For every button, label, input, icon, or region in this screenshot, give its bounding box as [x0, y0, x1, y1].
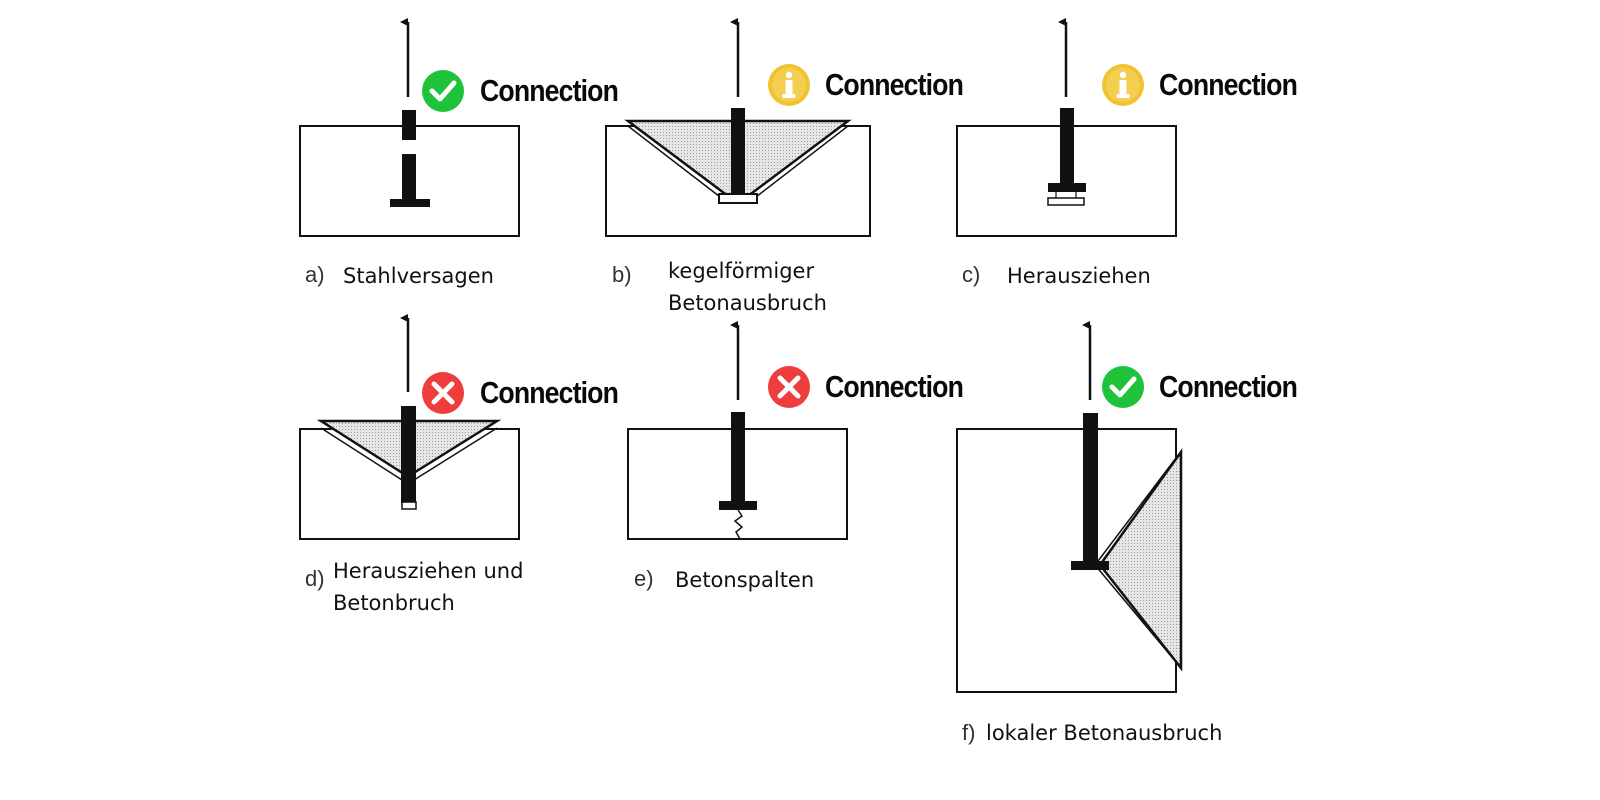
panel-d-drawing — [299, 314, 520, 540]
split-crack — [733, 509, 744, 540]
panel-b-drawing — [605, 18, 871, 237]
original-head-position — [1047, 197, 1085, 206]
anchor-shaft — [1083, 413, 1098, 567]
panel-c-drawing — [956, 18, 1177, 237]
anchor-shaft — [731, 412, 745, 504]
panel-caption: Herausziehen und — [333, 559, 524, 583]
cross-icon — [422, 372, 464, 414]
anchor-head — [718, 193, 758, 204]
status-label: Connection — [480, 375, 619, 410]
panel-letter: e) — [634, 566, 654, 591]
anchor-head — [401, 501, 417, 510]
anchor-shaft — [401, 406, 416, 503]
panel-caption: Betonausbruch — [668, 291, 827, 315]
panel-caption: kegelförmiger — [668, 259, 815, 283]
panel-letter: a) — [305, 262, 325, 287]
anchor-shaft-lower — [402, 154, 416, 200]
panel-f-drawing — [956, 321, 1183, 693]
status-label: Connection — [480, 73, 619, 108]
panel-caption: Betonbruch — [333, 591, 455, 615]
anchor-shaft-upper — [402, 110, 416, 140]
check-icon — [1102, 366, 1144, 408]
panel-letter: c) — [962, 262, 981, 287]
breakout-cone — [1098, 448, 1183, 672]
cross-icon — [768, 366, 810, 408]
anchor-head — [1048, 183, 1086, 192]
anchor-head — [1071, 561, 1109, 570]
panel-letter: f) — [962, 720, 976, 745]
panel-caption: Herausziehen — [1007, 264, 1151, 288]
anchor-shaft — [1060, 108, 1074, 184]
panel-letter: d) — [305, 566, 325, 591]
check-icon — [422, 70, 464, 112]
status-label: Connection — [825, 67, 964, 102]
anchor-shaft — [731, 108, 745, 196]
panel-caption: Betonspalten — [675, 568, 815, 592]
anchor-head — [719, 501, 757, 510]
status-label: Connection — [1159, 369, 1298, 404]
status-label: Connection — [825, 369, 964, 404]
status-label: Connection — [1159, 67, 1298, 102]
panel-caption: Stahlversagen — [343, 264, 494, 288]
info-icon — [768, 64, 810, 106]
panel-a-drawing — [299, 18, 520, 237]
panel-letter: b) — [612, 262, 632, 287]
info-icon — [1102, 64, 1144, 106]
panel-e-drawing — [627, 321, 848, 540]
panel-caption: lokaler Betonausbruch — [986, 721, 1223, 745]
anchor-head — [390, 199, 430, 207]
